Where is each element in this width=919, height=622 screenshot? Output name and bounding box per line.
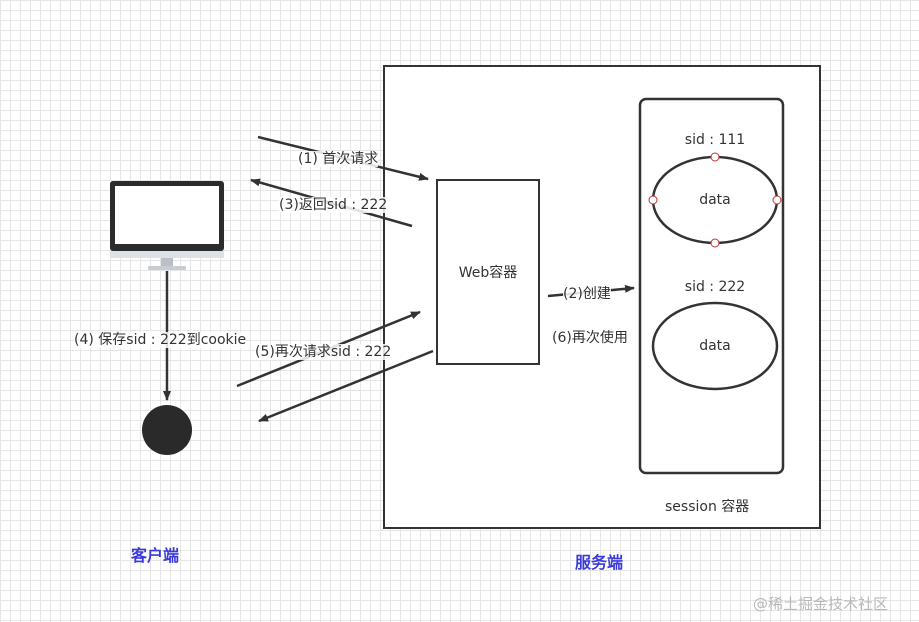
- cookie-storage-icon: [142, 405, 192, 455]
- step6-label: (6)再次使用: [552, 330, 628, 346]
- session-2-sid: sid : 222: [684, 279, 746, 295]
- session-1-sid: sid : 111: [684, 132, 746, 148]
- step5-label: (5)再次请求sid : 222: [255, 344, 392, 360]
- step3-label: (3)返回sid : 222: [279, 197, 388, 213]
- session-2-data: data: [699, 338, 731, 354]
- session-container-label: session 容器: [665, 499, 750, 515]
- web-container-box: [436, 179, 540, 365]
- session-1-handle-right: [772, 195, 782, 205]
- session-1-handle-left: [648, 195, 658, 205]
- step2-label: (2)创建: [563, 286, 611, 302]
- step4-label: (4) 保存sid : 222到cookie: [74, 332, 247, 348]
- server-label: 服务端: [575, 553, 624, 572]
- step1-label: (1) 首次请求: [298, 151, 379, 167]
- session-1-data: data: [699, 192, 731, 208]
- client-label: 客户端: [131, 546, 180, 565]
- monitor-icon: [110, 181, 224, 270]
- session-2-ellipse: [651, 301, 779, 391]
- session-1-handle-top: [710, 152, 720, 162]
- web-container-label: Web容器: [458, 265, 518, 281]
- watermark: @稀土掘金技术社区: [753, 595, 889, 613]
- session-1-handle-bottom: [710, 238, 720, 248]
- arrow-response: [258, 349, 434, 423]
